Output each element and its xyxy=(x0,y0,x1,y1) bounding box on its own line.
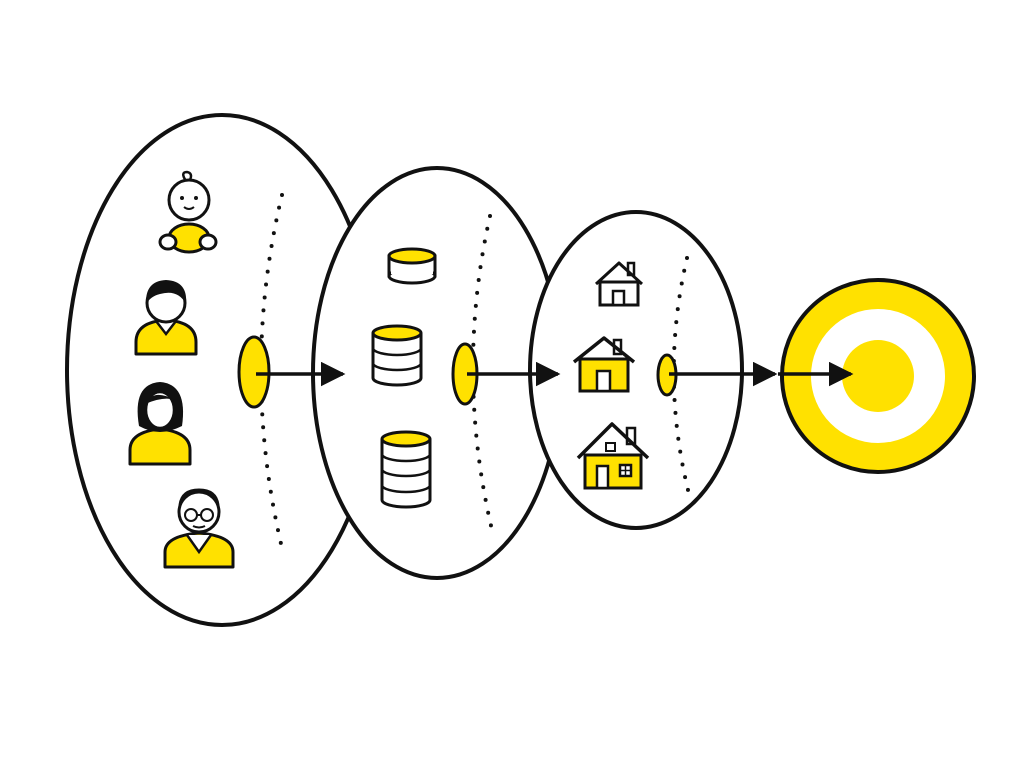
elderly-man-icon xyxy=(163,488,235,569)
stage-savings xyxy=(311,166,563,580)
baby-icon xyxy=(158,170,218,254)
coin-stack-medium-icon xyxy=(371,324,423,387)
target-icon xyxy=(778,278,976,474)
stage-people-connector-node xyxy=(237,335,271,409)
stage-people xyxy=(65,113,379,627)
boy-icon xyxy=(134,280,198,356)
stage-housing-oval xyxy=(528,210,744,530)
woman-icon xyxy=(128,382,192,466)
coin-stack-small-icon xyxy=(387,247,437,285)
coin-stack-large-icon xyxy=(380,430,432,509)
house-small-filled-icon xyxy=(572,336,636,393)
house-outline-icon xyxy=(594,261,644,307)
house-large-filled-icon xyxy=(576,422,650,490)
stage-housing xyxy=(528,210,744,530)
